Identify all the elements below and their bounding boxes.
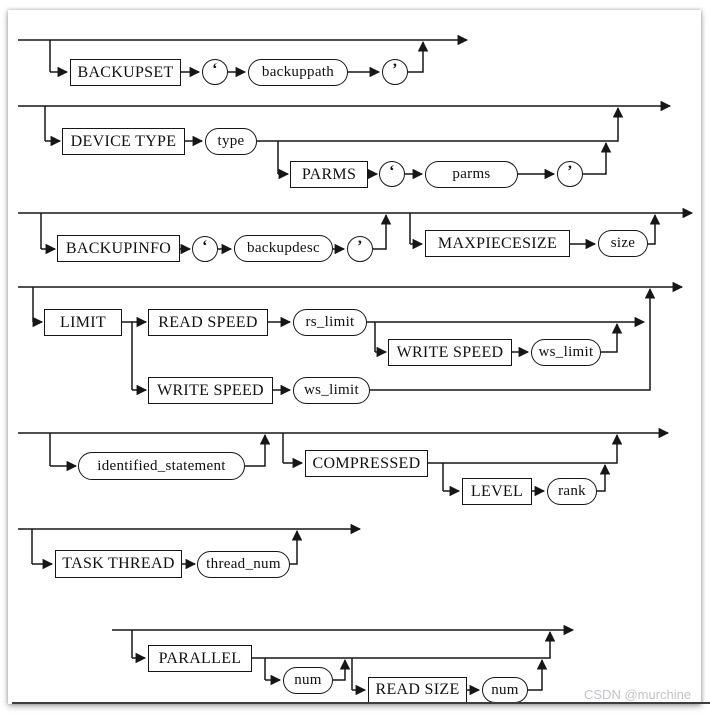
keyword-box-compressed: COMPRESSED [305, 450, 428, 477]
keyword-box-limit: LIMIT [44, 309, 122, 336]
keyword-box-write-speed: WRITE SPEED [148, 377, 273, 404]
operand-oval-backupdesc: backupdesc [234, 235, 333, 262]
operand-oval-type: type [205, 128, 257, 155]
close-quote-circle: ’ [347, 236, 373, 262]
keyword-box-device-type: DEVICE TYPE [62, 128, 185, 155]
operand-oval-num-2: num [482, 677, 528, 703]
close-quote-circle: ’ [382, 59, 408, 85]
keyword-box-read-speed: READ SPEED [148, 309, 268, 336]
operand-oval-num: num [283, 667, 333, 694]
keyword-box-backupinfo: BACKUPINFO [57, 235, 180, 262]
keyword-box-task-thread: TASK THREAD [55, 550, 182, 578]
keyword-box-parallel: PARALLEL [148, 645, 252, 672]
keyword-box-write-speed-nested: WRITE SPEED [388, 339, 512, 366]
keyword-box-backupset: BACKUPSET [70, 59, 181, 86]
operand-oval-parms: parms [425, 161, 518, 188]
operand-oval-ws-limit-nested: ws_limit [531, 339, 601, 366]
operand-oval-identified-statement: identified_statement [78, 452, 245, 480]
open-quote-circle: ‘ [379, 161, 405, 187]
close-quote-circle: ’ [557, 161, 583, 187]
bottom-border-line [12, 702, 710, 704]
keyword-box-maxpiecesize: MAXPIECESIZE [425, 230, 570, 257]
operand-oval-rank: rank [547, 478, 597, 505]
operand-oval-thread-num: thread_num [197, 551, 290, 578]
keyword-box-parms: PARMS [290, 161, 368, 188]
operand-oval-backuppath: backuppath [248, 59, 348, 86]
open-quote-circle: ‘ [192, 236, 218, 262]
operand-oval-ws-limit: ws_limit [293, 377, 370, 404]
keyword-box-read-size: READ SIZE [368, 677, 467, 703]
open-quote-circle: ‘ [202, 59, 228, 85]
operand-oval-rs-limit: rs_limit [293, 309, 367, 336]
operand-oval-size: size [598, 230, 648, 257]
keyword-box-level: LEVEL [462, 478, 532, 505]
csdn-watermark: CSDN @murchine [584, 687, 692, 702]
